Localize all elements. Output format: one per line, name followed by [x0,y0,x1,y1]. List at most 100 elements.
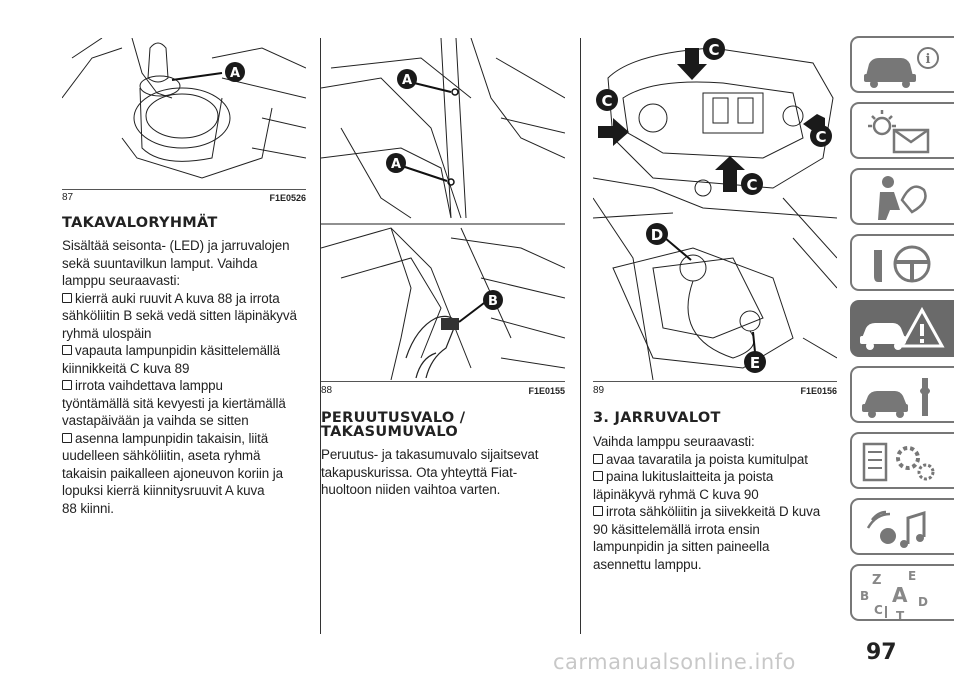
figure-code: F1E0155 [528,386,565,396]
safety-icon [878,176,927,220]
list-item-cont: ryhmä ulospäin [62,325,152,341]
tab-index[interactable]: Z E B A C D T [850,564,954,623]
callout-e [744,351,766,373]
list-item: irrota vaihdettava lamppu [62,377,312,395]
list-item-cont: lopuksi kierrä kiinnitysruuvit A kuva [62,483,265,498]
car-info-icon: i [864,47,939,88]
svg-text:B: B [860,589,869,603]
figure-88-caption: 88 F1E0155 [321,385,565,397]
svg-text:C: C [746,176,757,194]
driving-icon [874,245,931,283]
figure-89: C C C C D E [593,38,837,380]
section-title: TAKAVALORYHMÄT [62,215,218,231]
svg-text:Z: Z [872,573,881,588]
svg-text:D: D [918,595,928,609]
callout-a [397,69,417,89]
figure-87-caption: 87 F1E0526 [62,192,306,204]
callout-b [483,290,503,310]
figure-88: A A B [321,38,565,380]
list-item-cont: 88 kiinni. [62,500,114,516]
list-item: asenna lampunpidin takaisin, liitä [62,430,312,448]
callout-c [703,38,725,60]
intro-line: Sisältää seisonta- (LED) ja jarruvalojen [62,238,290,253]
tab-driving[interactable] [850,234,954,291]
section-title: TAKASUMUVALO [321,424,458,440]
body-line: takapuskurissa. Ota yhteyttä Fiat- [321,464,518,480]
figure-number: 87 [62,192,74,203]
intro-line: Vaihda lamppu seuraavasti: [593,434,755,449]
svg-text:C: C [874,603,883,617]
figure-code: F1E0526 [269,193,306,203]
list-item-cont: takaisin paikalleen ajoneuvon koriin ja [62,465,283,481]
checkbox-bullet-icon [593,453,603,464]
tab-safety[interactable] [850,168,954,225]
list-item: avaa tavaratila ja poista kumitulpat [593,451,843,469]
checkbox-bullet-icon [62,432,72,443]
svg-text:T: T [896,609,905,619]
index-icon: Z E B A C D T [860,569,928,623]
tab-car-info[interactable]: i [850,36,954,93]
section-takavaloryhmat: TAKAVALORYHMÄT Sisältää seisonta- (LED) … [62,216,312,517]
figure-89-caption: 89 F1E0156 [593,385,837,397]
list-item-cont: työntämällä sitä kevyesti ja kiertämällä [62,395,286,411]
column-divider [580,38,581,634]
body-line: huoltoon niiden vaihtoa varten. [321,482,501,497]
maintenance-icon [862,378,930,418]
tab-maintenance[interactable] [850,366,954,423]
brake-light-illustration: C C C C D E [593,38,837,380]
callout-d [646,223,668,245]
checkbox-bullet-icon [62,345,72,355]
list-item-cont: lampunpidin ja sitten paineella [593,539,770,554]
list-item-cont: läpinäkyvä ryhmä C kuva 90 [593,486,759,502]
tab-warning-lights[interactable] [850,102,954,159]
callout-a [225,62,245,82]
technical-data-icon [862,442,935,482]
multimedia-icon [866,510,926,548]
section-jarruvalot: 3. JARRUVALOT Vaihda lamppu seuraavasti:… [593,411,843,573]
figure-87: A [62,38,306,188]
svg-text:A: A [892,583,908,607]
tab-multimedia[interactable] [850,498,954,555]
figure-number: 89 [593,385,605,396]
svg-text:A: A [391,157,401,172]
list-item-cont: sähköliitin B sekä vedä sitten läpinäkyv… [62,308,297,323]
svg-text:B: B [488,294,498,309]
callout-c [810,125,832,147]
svg-text:D: D [651,226,663,244]
callout-c [741,173,763,195]
intro-line: sekä suuntavilkun lamput. Vaihda [62,255,258,271]
figure-number: 88 [321,385,333,396]
svg-text:A: A [402,73,412,88]
svg-text:A: A [230,66,240,81]
svg-text:C: C [601,92,612,110]
svg-text:E: E [908,569,916,583]
checkbox-bullet-icon [62,380,72,390]
column-divider [320,38,321,634]
tab-technical-data[interactable] [850,432,954,489]
svg-text:i: i [926,52,931,67]
list-item-cont: kiinnikkeitä C kuva 89 [62,360,190,376]
warning-lights-icon [868,110,930,154]
watermark: carmanualsonline.info [553,650,796,674]
list-item-cont: vastapäivään ja vaihda se sitten [62,413,249,428]
emergency-icon [860,306,945,350]
list-item: irrota sähköliitin ja siivekkeitä D kuva [593,503,843,521]
list-item: paina lukituslaitteita ja poista [593,468,843,486]
page-number: 97 [866,640,897,665]
body-line: Peruutus- ja takasumuvalo sijaitsevat [321,447,539,462]
tab-emergency[interactable] [850,300,954,357]
section-title: PERUUTUSVALO / [321,410,466,426]
section-title: 3. JARRUVALOT [593,410,721,426]
list-item-cont: asennettu lamppu. [593,556,702,572]
headlamp-bulb-illustration: A [62,38,306,179]
list-item: kierrä auki ruuvit A kuva 88 ja irrota [62,290,312,308]
list-item-cont: uudelleen sähköliitin, aseta ryhmä [62,448,261,463]
svg-text:E: E [750,354,760,372]
figure-code: F1E0156 [800,386,837,396]
checkbox-bullet-icon [62,292,72,303]
rear-light-illustration: A A B [321,38,565,380]
section-peruutusvalo: PERUUTUSVALO / TAKASUMUVALO Peruutus- ja… [321,411,571,499]
checkbox-bullet-icon [593,471,603,481]
checkbox-bullet-icon [593,506,603,516]
list-item: vapauta lampunpidin käsittelemällä [62,342,312,360]
